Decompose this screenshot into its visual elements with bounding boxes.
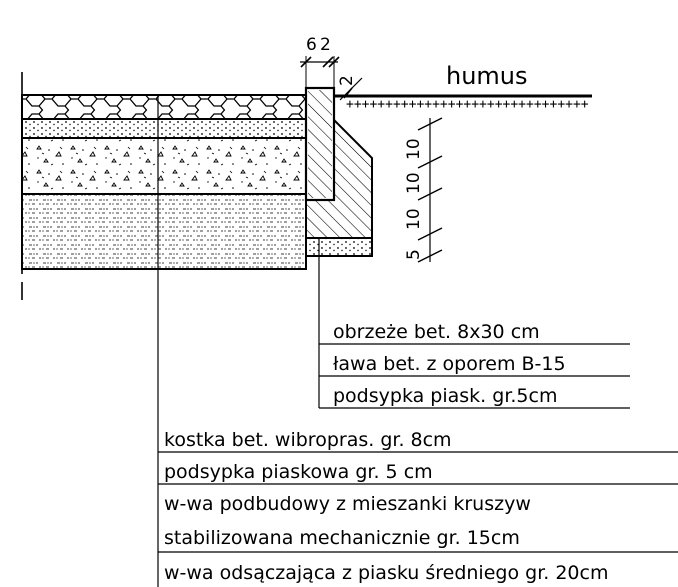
drainage-sand-layer (21, 193, 307, 270)
callout-curb: obrzeże bet. 8x30 cm (333, 321, 540, 343)
right-dim-2: 10 (404, 172, 424, 194)
callout-pavers: kostka bet. wibropras. gr. 8cm (164, 429, 452, 451)
curb-sand-bedding (305, 237, 373, 257)
callout-sand-bedding: podsypka piaskowa gr. 5 cm (164, 461, 433, 483)
humus-label: humus (446, 62, 528, 90)
top-dim-2: 2 (320, 35, 331, 55)
callout-base-line2: stabilizowana mechanicznie gr. 15cm (164, 527, 520, 549)
paver-layer (21, 94, 307, 120)
aggregate-base-layer (21, 137, 307, 195)
curb-hatch (308, 90, 332, 198)
callout-foundation: ława bet. z oporem B-15 (333, 353, 566, 375)
curb-gap-dim: 2 (337, 75, 357, 86)
right-dim-3: 10 (404, 208, 424, 230)
callout-base-line1: w-wa podbudowy z mieszanki kruszyw (164, 493, 531, 515)
right-dim-4: 5 (404, 249, 424, 260)
sand-bedding-layer (21, 118, 307, 139)
top-dim-1: 6 (306, 35, 317, 55)
humus-hatch: +++++++++++++++++++++++++++++++ (346, 97, 589, 112)
right-dim-1: 10 (404, 138, 424, 160)
callout-curb-bedding: podsypka piask. gr.5cm (333, 385, 557, 407)
callout-drainage: w-wa odsączająca z piasku średniego gr. … (164, 562, 608, 584)
